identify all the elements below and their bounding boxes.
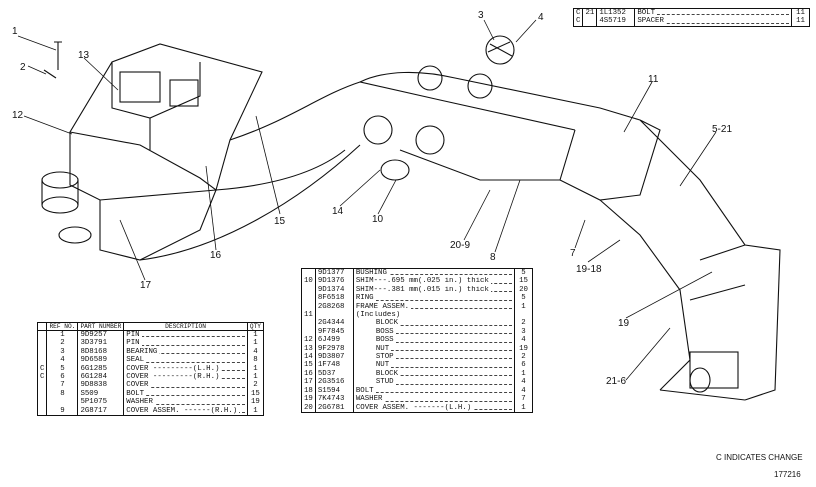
callout-label: 16 bbox=[210, 250, 222, 261]
header-change bbox=[36, 322, 48, 331]
table-row: 11(Includes) bbox=[301, 311, 533, 320]
callout-label: 4 bbox=[538, 12, 544, 23]
header-ref-no: REF NO. bbox=[46, 322, 79, 331]
callout-label: 2 bbox=[20, 62, 26, 73]
callout-label: 1 bbox=[12, 26, 18, 37]
callout-label: 21-6 bbox=[606, 376, 626, 387]
callout-label: 14 bbox=[332, 206, 344, 217]
callout-label: 8 bbox=[490, 252, 496, 263]
callout-label: 20-9 bbox=[450, 240, 470, 251]
main-frame-outline bbox=[41, 35, 781, 401]
callout-label: 12 bbox=[12, 110, 24, 121]
callout-label: 3 bbox=[478, 10, 484, 21]
change-indicator-note: C INDICATES CHANGE bbox=[716, 453, 803, 462]
header-description: DESCRIPTION bbox=[123, 322, 248, 331]
header-part-number: PART NUMBER bbox=[77, 322, 125, 331]
callout-leader-lines bbox=[17, 19, 717, 381]
callout-label: 7 bbox=[570, 248, 576, 259]
callout-label: 17 bbox=[140, 280, 152, 291]
callout-label: 10 bbox=[372, 214, 384, 225]
header-qty: QTY bbox=[246, 322, 265, 331]
callout-label: 5-21 bbox=[712, 124, 732, 135]
callout-label: 19 bbox=[618, 318, 630, 329]
callout-label: 11 bbox=[648, 74, 659, 85]
callout-label: 13 bbox=[78, 50, 90, 61]
drawing-number: 177216 bbox=[774, 470, 801, 479]
callout-label: 19-18 bbox=[576, 264, 602, 275]
callout-label: 15 bbox=[274, 216, 286, 227]
callout-labels: 1 2 13 12 3 4 11 5-21 14 10 15 16 17 20-… bbox=[12, 10, 732, 387]
